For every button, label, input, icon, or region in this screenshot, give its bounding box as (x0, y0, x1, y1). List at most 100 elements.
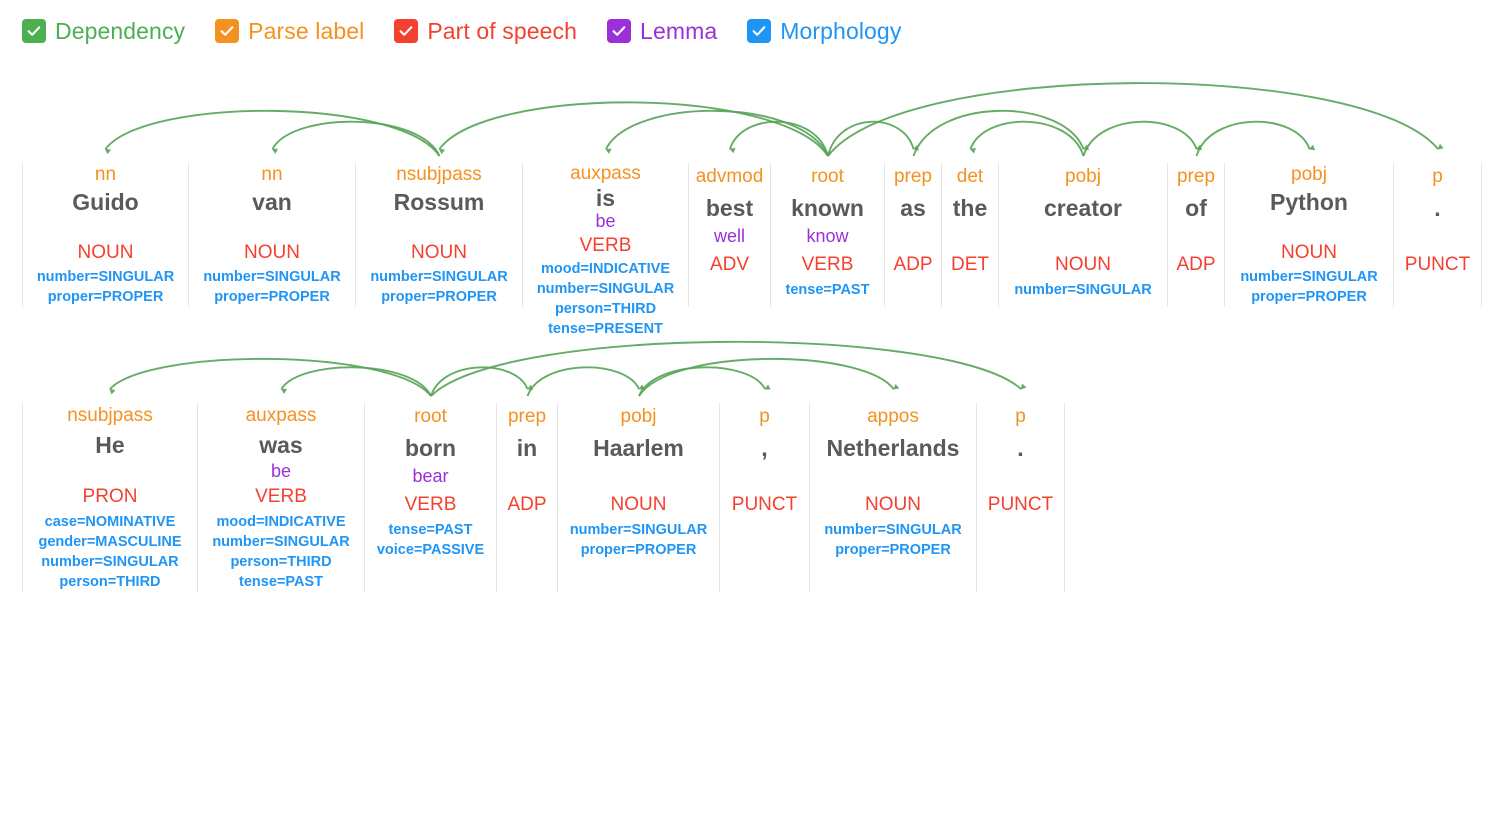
dependency-arc (638, 366, 771, 397)
part-of-speech: DET (951, 253, 989, 275)
checkbox-checked-icon[interactable] (22, 19, 46, 43)
morphology-feature: proper=PROPER (381, 289, 497, 305)
part-of-speech: NOUN (244, 242, 300, 264)
morphology-feature: number=SINGULAR (824, 522, 962, 538)
token-cell[interactable]: p. PUNCT (1394, 163, 1482, 307)
token-cell[interactable]: p. PUNCT (977, 403, 1065, 592)
morphology-feature: person=THIRD (230, 554, 332, 571)
legend-item-dependency[interactable]: Dependency (22, 19, 185, 43)
part-of-speech: ADP (893, 253, 933, 275)
legend-item-parse-label[interactable]: Parse label (215, 19, 364, 43)
dependency-arc (605, 109, 829, 157)
part-of-speech: PUNCT (987, 493, 1054, 515)
part-of-speech: VERB (801, 253, 854, 275)
dependency-arc (430, 366, 534, 397)
checkbox-checked-icon[interactable] (607, 19, 632, 43)
checkbox-checked-icon[interactable] (215, 19, 240, 43)
dependency-arcs (109, 340, 1027, 397)
checkbox-checked-icon[interactable] (394, 19, 419, 43)
parse-label: nsubjpass (396, 164, 482, 186)
legend-bar: Dependency Parse label Part of speech Lemma… (0, 0, 1490, 44)
token-word: as (900, 195, 926, 221)
parse-label: advmod (695, 166, 764, 187)
parse-label: nn (261, 164, 283, 186)
token-word: creator (1044, 195, 1122, 221)
token-lemma: bear (412, 466, 449, 486)
morphology-feature: number=SINGULAR (370, 269, 508, 285)
parse-label: root (414, 406, 447, 427)
parse-label: pobj (1065, 166, 1101, 187)
morphology-feature: person=THIRD (59, 574, 161, 591)
dependency-arc (271, 120, 441, 157)
dependency-arc (827, 120, 919, 157)
parse-label: p (1015, 406, 1026, 427)
token-word: He (95, 431, 125, 458)
parse-label: auxpass (245, 404, 317, 426)
checkbox-checked-icon[interactable] (747, 19, 772, 43)
legend-item-lemma[interactable]: Lemma (607, 19, 717, 43)
legend-item-label: Morphology (780, 17, 902, 44)
parse-label: pobj (1291, 164, 1327, 186)
dependency-arc (729, 120, 829, 157)
morphology-list: number=SINGULAR proper=PROPER (824, 520, 961, 560)
dependency-arc (912, 109, 1090, 157)
parse-label: prep (893, 166, 933, 187)
legend-item-morphology[interactable]: Morphology (747, 19, 901, 43)
morphology-feature: voice=PASSIVE (376, 542, 485, 558)
dependency-arc (280, 366, 432, 397)
parse-label: nsubjpass (67, 404, 153, 426)
morphology-feature: tense=PAST (239, 574, 323, 591)
parse-label: appos (867, 406, 919, 427)
token-word: Haarlem (593, 435, 684, 461)
part-of-speech: VERB (579, 235, 632, 256)
dependency-arc (430, 340, 1027, 397)
morphology-list: case=NOMINATIVE gender=MASCULINE number=SI… (38, 512, 181, 592)
morphology-list: tense=PAST (786, 280, 870, 300)
token-word: Python (1270, 189, 1348, 216)
token-word: Netherlands (826, 435, 960, 461)
token-cell[interactable]: prep as ADP (885, 163, 942, 307)
morphology-feature: proper=PROPER (835, 542, 951, 558)
morphology-feature: case=NOMINATIVE (44, 514, 176, 531)
parse-label: p (1432, 166, 1443, 187)
token-word: Guido (72, 189, 139, 216)
token-cell[interactable]: p, PUNCT (720, 403, 810, 592)
token-word: is (595, 185, 616, 211)
part-of-speech: NOUN (610, 493, 667, 515)
parse-label: p (759, 406, 770, 427)
morphology-feature: gender=MASCULINE (38, 534, 182, 551)
token-lemma: well (713, 226, 745, 246)
part-of-speech: NOUN (411, 242, 467, 264)
morphology-feature: number=SINGULAR (41, 554, 179, 571)
legend-item-part-of-speech[interactable]: Part of speech (394, 19, 577, 43)
token-word: , (761, 435, 768, 461)
morphology-feature: number=SINGULAR (569, 522, 708, 538)
morphology-feature: proper=PROPER (580, 542, 697, 558)
token-word: born (404, 435, 457, 461)
part-of-speech: ADP (507, 493, 547, 515)
dependency-arc (109, 357, 432, 397)
